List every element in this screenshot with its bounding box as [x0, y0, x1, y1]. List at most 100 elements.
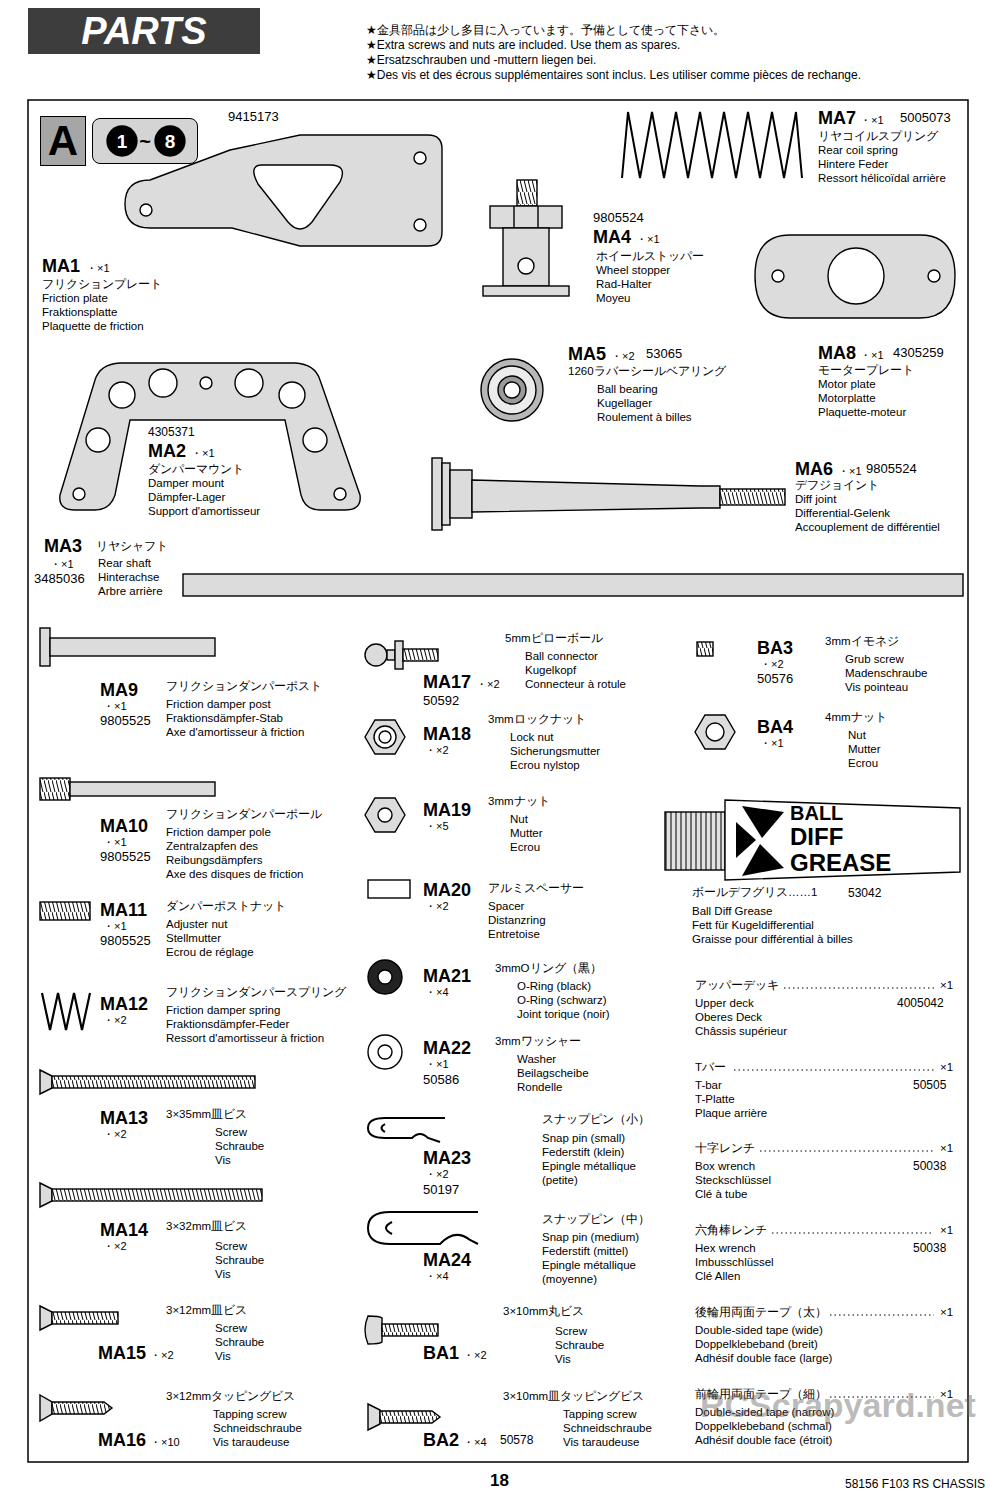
model-code: 58156 F103 RS CHASSIS	[845, 1478, 985, 1492]
part-description: Accouplement de différentiel	[795, 521, 940, 534]
part-description: Snap pin (small)	[542, 1132, 625, 1145]
accessory-name: Doppelklebeband (schmal)	[695, 1420, 832, 1433]
part-text: 3×10mm皿タッピングビス	[503, 1390, 644, 1403]
part-description: Screw	[215, 1240, 247, 1253]
part-number: 53065	[646, 347, 682, 362]
accessory-name: Adhésif double face (large)	[695, 1352, 832, 1365]
part-code: MA7	[818, 108, 856, 129]
part-code: MA6	[795, 459, 833, 480]
part-description: Rad-Halter	[596, 278, 652, 291]
accessory-name: アッパーデッキ	[695, 979, 779, 992]
part-description: Entretoise	[488, 928, 540, 941]
quantity: ・×2	[425, 1168, 449, 1181]
part-text: 3mmイモネジ	[825, 635, 899, 648]
quantity: ×1	[940, 1306, 953, 1319]
part-description: Epingle métallique	[542, 1160, 636, 1173]
part-description: Reibungsdämpfers	[166, 854, 263, 867]
part-number: 9805524	[866, 462, 917, 477]
quantity: ・×1	[103, 700, 127, 713]
accessory-name: Doppelklebeband (breit)	[695, 1338, 818, 1351]
part-description: Distanzring	[488, 914, 546, 927]
part-code: MA22	[423, 1038, 471, 1059]
part-description: Screw	[215, 1126, 247, 1139]
part-description: Motor plate	[818, 378, 876, 391]
part-code: MA14	[100, 1220, 148, 1241]
accessory-name: 前輪用両面テープ（細）	[695, 1388, 827, 1401]
part-code: MA18	[423, 724, 471, 745]
part-code: MA8	[818, 343, 856, 364]
part-description: Graisse pour différential à billes	[692, 933, 853, 946]
part-text: スナップピン（中）	[542, 1213, 650, 1226]
page-number: 18	[490, 1471, 509, 1491]
part-code: MA20	[423, 880, 471, 901]
part-description: Friction damper pole	[166, 826, 271, 839]
quantity: ・×2	[150, 1349, 174, 1362]
part-text: 3×12mmタッピングビス	[166, 1390, 295, 1403]
part-description: Screw	[555, 1325, 587, 1338]
accessory-name: Tバー	[695, 1061, 726, 1074]
part-number: 3485036	[34, 572, 85, 587]
tube-print: BALL	[790, 803, 843, 823]
part-description: Ecrou	[510, 841, 540, 854]
part-description: Tapping screw	[213, 1408, 287, 1421]
part-text: 3×35mm皿ビス	[166, 1108, 247, 1121]
node-text: 8	[165, 132, 176, 151]
accessory-name: Adhésif double face (étroit)	[695, 1434, 832, 1447]
part-code: MA16	[98, 1430, 146, 1451]
part-text: 4mmナット	[825, 711, 887, 724]
part-text: フリクションダンパースプリング	[166, 986, 346, 999]
quantity: ・×2	[611, 350, 635, 363]
part-description: ★Ersatzschrauben und -muttern liegen bei…	[366, 54, 596, 68]
part-description: Epingle métallique	[542, 1259, 636, 1272]
part-description: Joint torique (noir)	[517, 1008, 610, 1021]
quantity: ・×2	[425, 900, 449, 913]
part-description: モータープレート	[818, 364, 914, 377]
part-description: Madenschraube	[845, 667, 927, 680]
part-description: (petite)	[542, 1174, 578, 1187]
part-description: Roulement à billes	[597, 411, 692, 424]
part-code: MA15	[98, 1343, 146, 1364]
part-description: Wheel stopper	[596, 264, 670, 277]
part-description: Kugellager	[597, 397, 652, 410]
part-description: Fett für Kugeldifferential	[692, 919, 814, 932]
quantity: ・×5	[425, 820, 449, 833]
part-code: MA3	[44, 536, 82, 557]
quantity: ・×1	[425, 1058, 449, 1071]
accessory-name: Imbusschlüssel	[695, 1256, 774, 1269]
part-number: 9805525	[100, 714, 151, 729]
part-number: 50592	[423, 694, 459, 709]
quantity: ・×2	[425, 744, 449, 757]
quantity: ・×1	[838, 465, 862, 478]
part-text: 1260ラバーシールベアリング	[568, 365, 726, 378]
part-description: Vis	[215, 1268, 231, 1281]
quantity: ・×2	[476, 678, 500, 691]
part-description: Dämpfer-Lager	[148, 491, 225, 504]
part-description: フリクションプレート	[42, 278, 162, 291]
part-description: Ressort hélicoïdal arrière	[818, 172, 946, 185]
part-description: Hinterachse	[98, 571, 159, 584]
part-text: 3mmOリング（黒）	[495, 962, 602, 975]
part-description: Motorplatte	[818, 392, 876, 405]
quantity: ×1	[940, 1388, 953, 1401]
part-code: MA1	[42, 256, 80, 277]
quantity: ・×1	[103, 920, 127, 933]
accessory-name: Double-sided tape (narrow)	[695, 1406, 834, 1419]
part-number: 5005073	[900, 111, 951, 126]
part-text: スナップピン（小）	[542, 1113, 650, 1126]
part-code: MA10	[100, 816, 148, 837]
part-number: 9805524	[593, 211, 644, 226]
part-code: BA3	[757, 638, 793, 659]
part-description: Vis	[215, 1154, 231, 1167]
part-description: Ball connector	[525, 650, 598, 663]
accessory-name: T-Platte	[695, 1093, 735, 1106]
part-description: Rondelle	[517, 1081, 562, 1094]
accessory-name: Châssis supérieur	[695, 1025, 787, 1038]
part-code: BA2	[423, 1430, 459, 1451]
part-number: 9805525	[100, 850, 151, 865]
part-description: Ecrou de réglage	[166, 946, 254, 959]
part-text: 3mmワッシャー	[495, 1035, 581, 1048]
node-text: ~	[139, 131, 151, 151]
part-code: MA19	[423, 800, 471, 821]
part-number: 50505	[913, 1079, 946, 1093]
quantity: ・×1	[636, 233, 660, 246]
